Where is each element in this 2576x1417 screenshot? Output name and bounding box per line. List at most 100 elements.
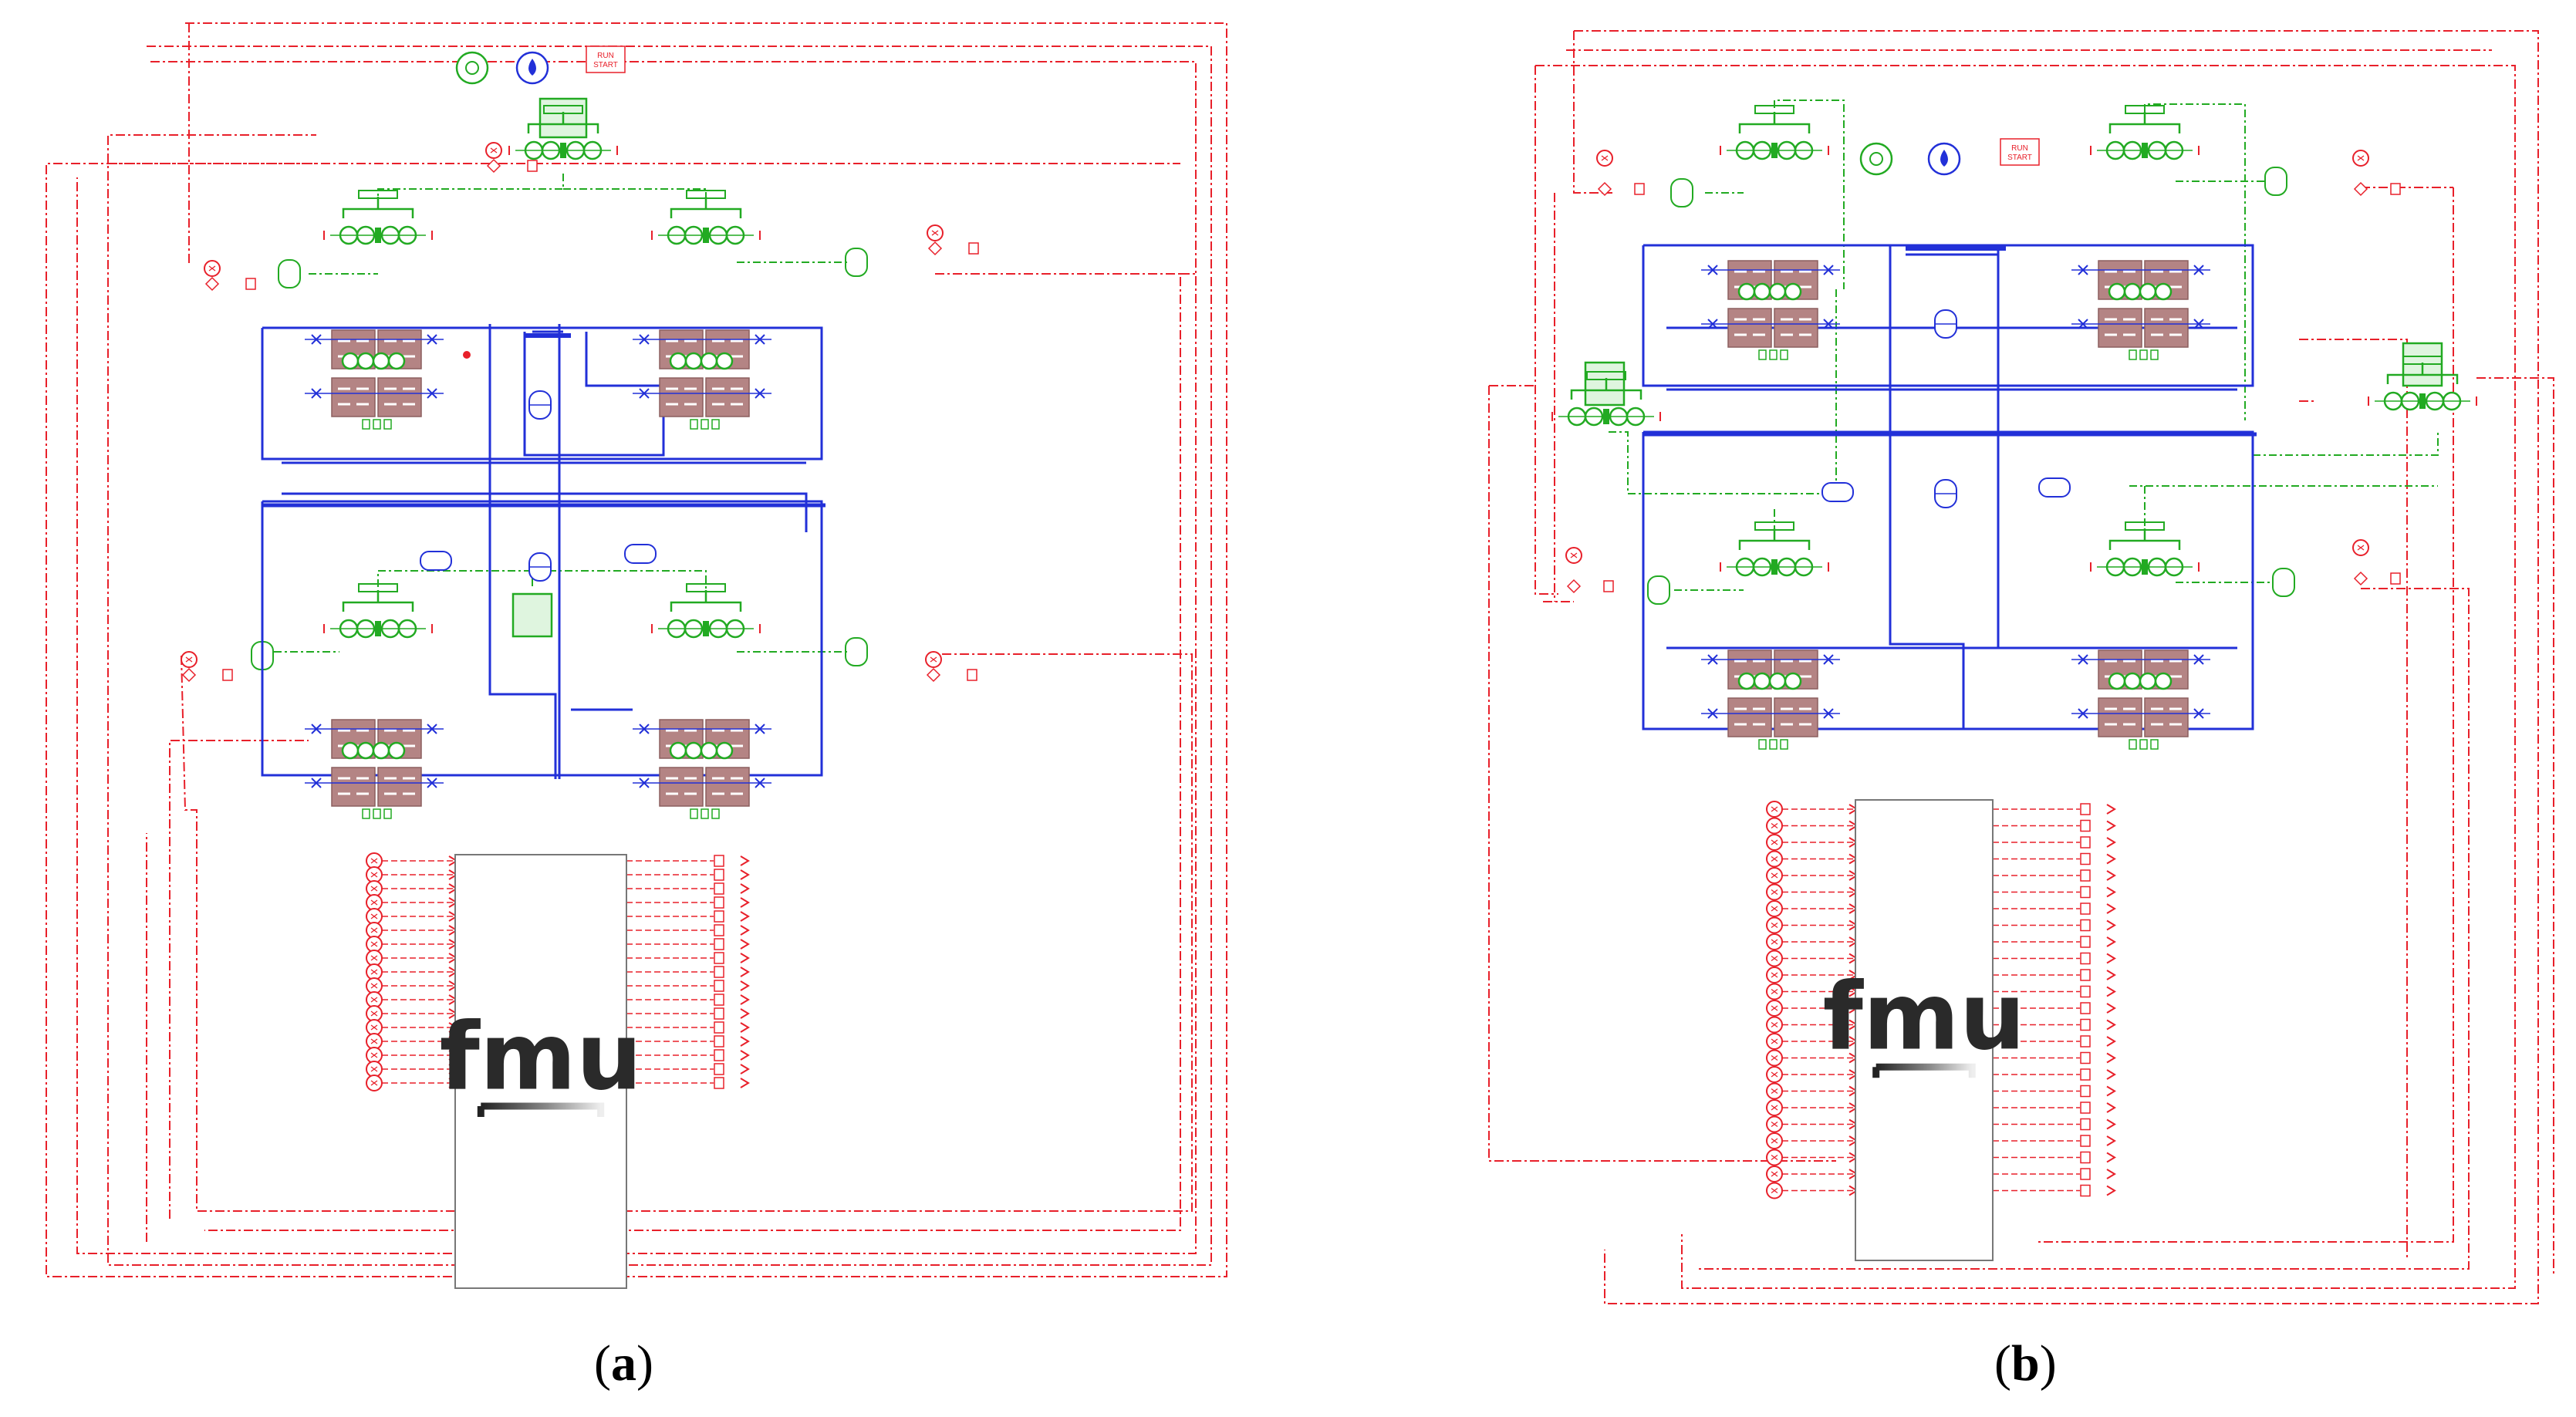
sensor-icon-mark bbox=[930, 656, 937, 663]
sensor-icon-mark bbox=[2357, 545, 2365, 551]
port-icon bbox=[1758, 739, 1767, 750]
sensor-icon-mark bbox=[370, 1080, 378, 1086]
accumulator-icon bbox=[624, 544, 657, 564]
port-icon bbox=[2139, 349, 2148, 360]
signal-arrow bbox=[2106, 1185, 2116, 1196]
signal-tag bbox=[714, 924, 724, 936]
signal-tag bbox=[2080, 1102, 2091, 1114]
sensor-icon-mark bbox=[1771, 872, 1778, 879]
sensor-icon-mark bbox=[1771, 1055, 1778, 1061]
sensor-icon-mark bbox=[1771, 956, 1778, 961]
valve-icon bbox=[2108, 672, 2126, 690]
signal-tag bbox=[714, 1077, 724, 1089]
manifold-bar bbox=[2125, 521, 2165, 531]
valve-end-mark bbox=[1720, 562, 1829, 572]
port-icon bbox=[2150, 349, 2159, 360]
sensor-icon-mark bbox=[370, 886, 378, 892]
signal-tag bbox=[245, 278, 256, 290]
cylinder-mark bbox=[2105, 660, 2135, 678]
cylinder-mark bbox=[712, 729, 743, 747]
port-icon bbox=[711, 808, 720, 819]
valve-end-mark bbox=[651, 624, 761, 633]
cylinder-mark bbox=[338, 729, 369, 747]
run-start-label: START bbox=[593, 61, 618, 69]
hydraulic-cylinder-icon bbox=[2144, 308, 2189, 348]
manifold-bar bbox=[2402, 356, 2443, 365]
valve-icon bbox=[372, 352, 390, 370]
valve-icon bbox=[1737, 672, 1756, 690]
hydraulic-line bbox=[1642, 244, 2254, 387]
signal-arrow bbox=[740, 953, 750, 963]
signal-junction bbox=[1597, 181, 1612, 197]
sensor-icon-mark bbox=[370, 1010, 378, 1017]
valve-icon bbox=[1784, 672, 1802, 690]
apple-icon-mark bbox=[465, 61, 480, 75]
signal-tag bbox=[2080, 1035, 2091, 1048]
cylinder-mark bbox=[666, 729, 697, 747]
accumulator-icon bbox=[420, 551, 452, 571]
apple-icon-mark bbox=[1869, 152, 1884, 166]
valve-end-mark bbox=[323, 231, 433, 240]
signal-junction bbox=[486, 158, 501, 174]
hydraulic-cylinder-icon bbox=[331, 377, 376, 417]
hydraulic-cylinder-icon bbox=[2144, 697, 2189, 737]
signal-arrow bbox=[2106, 1152, 2116, 1163]
sensor-icon-mark bbox=[370, 858, 378, 864]
signal-tag bbox=[2080, 1168, 2091, 1180]
signal-tag bbox=[714, 869, 724, 881]
hydraulic-cylinder-icon bbox=[377, 767, 422, 807]
port-icon bbox=[362, 808, 370, 819]
sensor-icon-mark bbox=[1771, 806, 1778, 812]
hydraulic-cylinder-icon bbox=[705, 767, 750, 807]
hydraulic-cylinder-icon bbox=[1774, 308, 1818, 348]
signal-arrow bbox=[2106, 1085, 2116, 1097]
valve-icon bbox=[356, 741, 375, 760]
manifold-bar bbox=[2125, 105, 2165, 114]
hydraulic-line bbox=[1889, 245, 1965, 729]
valve-icon bbox=[2108, 282, 2126, 301]
apple-icon bbox=[455, 51, 489, 85]
sensor-icon-mark bbox=[1570, 552, 1578, 558]
hydraulic-line bbox=[523, 332, 665, 457]
port-icon bbox=[362, 419, 370, 430]
signal-tag bbox=[714, 1035, 724, 1048]
valve-icon bbox=[2139, 282, 2157, 301]
sensor-icon-mark bbox=[370, 1024, 378, 1031]
hydraulic-cylinder-icon bbox=[659, 377, 704, 417]
cylinder-mark bbox=[666, 339, 697, 358]
signal-arrow bbox=[740, 967, 750, 977]
valve-icon bbox=[372, 741, 390, 760]
manifold-bar bbox=[358, 583, 398, 592]
sensor-icon-mark bbox=[370, 969, 378, 975]
signal-route bbox=[1535, 65, 2516, 1289]
sensor-icon-mark bbox=[370, 997, 378, 1003]
cylinder-mark bbox=[2105, 318, 2135, 336]
control-actuator-icon bbox=[2272, 568, 2295, 597]
signal-arrow bbox=[2106, 986, 2116, 997]
signal-arrow bbox=[2106, 853, 2116, 865]
signal-arrow bbox=[2106, 1069, 2116, 1080]
signal-tag bbox=[2080, 985, 2091, 998]
manifold-line bbox=[342, 207, 414, 218]
valve-icon bbox=[2139, 672, 2157, 690]
control-line bbox=[377, 174, 564, 208]
signal-junction bbox=[2353, 571, 2368, 586]
signal-arrow bbox=[2106, 1019, 2116, 1031]
run-start-box bbox=[586, 46, 626, 73]
signal-tag bbox=[2080, 1018, 2091, 1031]
signal-arrow bbox=[2106, 919, 2116, 931]
signal-tag bbox=[2080, 1151, 2091, 1164]
hydraulic-cylinder-icon bbox=[659, 767, 704, 807]
cylinder-mark bbox=[712, 777, 743, 795]
cylinder-mark bbox=[2151, 707, 2182, 726]
valve-icon bbox=[684, 741, 703, 760]
port-icon bbox=[711, 419, 720, 430]
signal-arrow bbox=[2106, 1135, 2116, 1146]
signal-tag bbox=[2080, 886, 2091, 899]
signal-tag bbox=[2080, 969, 2091, 981]
sensor-icon-mark bbox=[370, 872, 378, 878]
cylinder-mark bbox=[338, 339, 369, 358]
